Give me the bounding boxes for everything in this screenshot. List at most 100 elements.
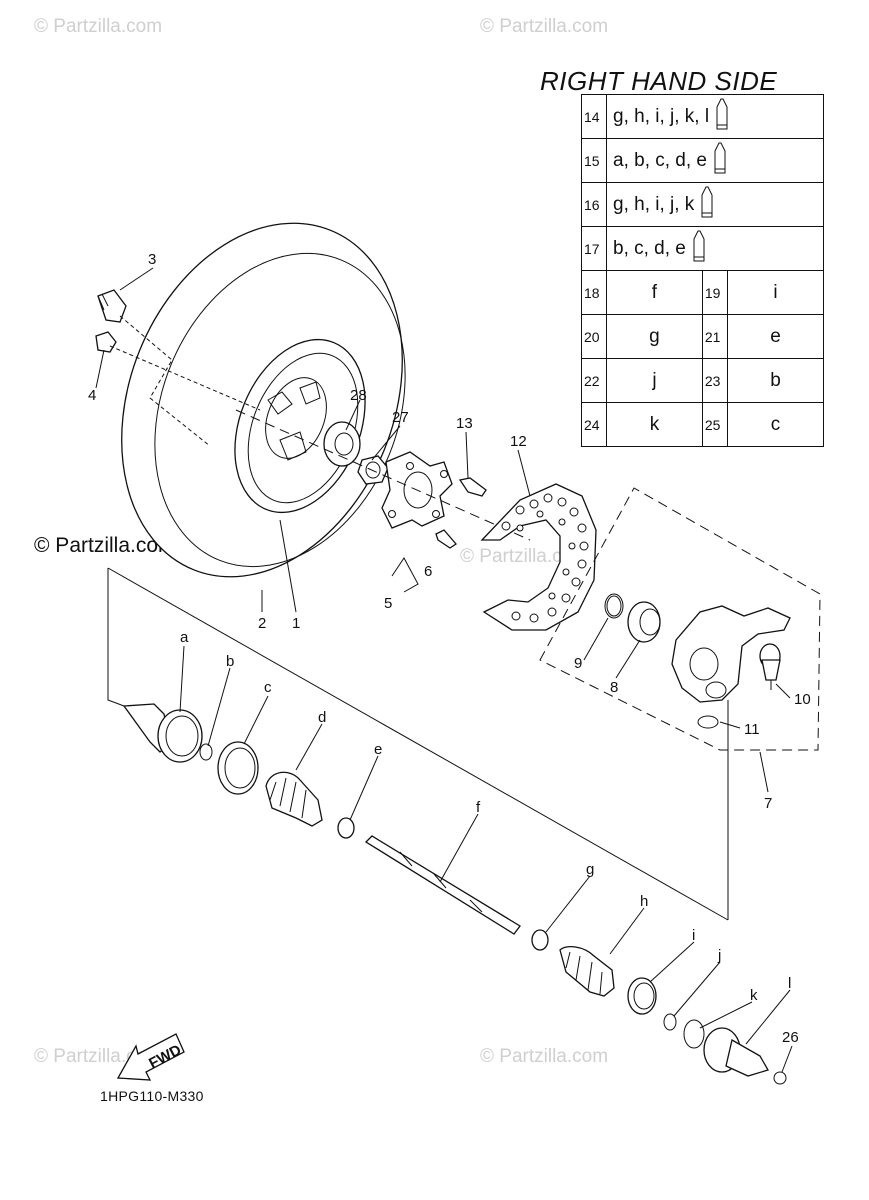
rhs-row-number: 21 <box>701 314 729 359</box>
rhs-row-number: 20 <box>581 314 607 359</box>
rhs-row-parts-text: a, b, c, d, e <box>613 149 707 171</box>
brake-disc <box>480 483 597 631</box>
watermark-top-left: © Partzilla.com <box>34 16 162 37</box>
callout-l: l <box>788 975 791 992</box>
callout-c: c <box>264 679 272 696</box>
callout-b: b <box>226 653 234 670</box>
rhs-row-number: 15 <box>581 138 607 183</box>
watermark-main: © Partzilla.com <box>34 534 176 557</box>
rhs-row: 15 a, b, c, d, e <box>581 138 824 183</box>
rhs-row: 16 g, h, i, j, k <box>581 182 824 227</box>
callout-12: 12 <box>510 433 527 450</box>
callout-26: 26 <box>782 1029 799 1046</box>
rhs-row-parts: g, h, i, j, k <box>606 182 824 227</box>
snap-ring <box>697 715 719 729</box>
grease-tube-icon <box>715 97 729 137</box>
rhs-row-parts-text: g, h, i, j, k, l <box>613 105 710 127</box>
outer-cv-joint <box>122 703 203 763</box>
callout-i: i <box>692 927 695 944</box>
callout-6: 6 <box>424 563 432 580</box>
rhs-row-parts-text: b, c, d, e <box>613 237 686 259</box>
rhs-row-number: 25 <box>701 402 729 447</box>
rhs-row-value: f <box>606 270 703 315</box>
rhs-row-number: 22 <box>581 358 607 403</box>
callout-f: f <box>476 799 481 816</box>
rhs-table: 14 g, h, i, j, k, l 15 a, b, c, d, e 16 g, h,… <box>581 94 824 447</box>
callout-7: 7 <box>764 795 772 812</box>
callout-5: 5 <box>384 595 392 612</box>
ball-joint <box>759 643 781 690</box>
callout-k: k <box>750 987 758 1004</box>
watermark-top-right: © Partzilla.com <box>480 16 608 37</box>
rhs-row-value: e <box>727 314 824 359</box>
wheel-bearing <box>323 421 361 467</box>
inner-cv-joint-l <box>703 1027 769 1077</box>
watermark-bottom-right: © Partzilla.com <box>480 1046 608 1067</box>
callout-10: 10 <box>794 691 811 708</box>
callout-a: a <box>180 629 189 646</box>
rhs-row-parts: g, h, i, j, k, l <box>606 94 824 139</box>
grease-tube-icon <box>692 229 706 269</box>
callout-28: 28 <box>350 387 367 404</box>
disc-bolt <box>458 477 487 497</box>
hub-nut <box>357 455 389 485</box>
drive-shaft-f <box>364 835 521 935</box>
boot-band-c <box>217 741 259 795</box>
grease-tube-icon <box>700 185 714 225</box>
callout-27: 27 <box>392 409 409 426</box>
rhs-row: 14 g, h, i, j, k, l <box>581 94 824 139</box>
rhs-row-value: g <box>606 314 703 359</box>
rhs-row-number: 14 <box>581 94 607 139</box>
circlip-26 <box>773 1071 787 1085</box>
knuckle-bearing <box>627 601 661 643</box>
cv-boot-h <box>559 945 615 997</box>
callout-d: d <box>318 709 326 726</box>
steering-knuckle <box>671 605 791 703</box>
callout-h: h <box>640 893 648 910</box>
drawing-code: 1HPG110-M330 <box>100 1088 204 1104</box>
circlip <box>604 593 624 619</box>
callout-2: 2 <box>258 615 266 632</box>
grease-tube-icon <box>713 141 727 181</box>
callout-13: 13 <box>456 415 473 432</box>
rhs-row-number: 23 <box>701 358 729 403</box>
rhs-row-value: c <box>727 402 824 447</box>
rhs-row-value: b <box>727 358 824 403</box>
callout-9: 9 <box>574 655 582 672</box>
rhs-row-number: 24 <box>581 402 607 447</box>
rhs-row-number: 17 <box>581 226 607 271</box>
rhs-title: RIGHT HAND SIDE <box>540 66 778 96</box>
hub-stud <box>435 529 457 549</box>
band-g <box>531 929 549 951</box>
rhs-row-parts-text: g, h, i, j, k <box>613 193 695 215</box>
callout-4: 4 <box>88 387 96 404</box>
rhs-row: 17 b, c, d, e <box>581 226 824 271</box>
callout-g: g <box>586 861 594 878</box>
rhs-row-parts: a, b, c, d, e <box>606 138 824 183</box>
rhs-row-value: k <box>606 402 703 447</box>
boot-band-i <box>627 977 657 1015</box>
rhs-row-value: j <box>606 358 703 403</box>
rhs-row-value: i <box>727 270 824 315</box>
cv-boot-d <box>265 771 323 827</box>
band-e <box>337 817 355 839</box>
callout-11: 11 <box>744 721 760 738</box>
callout-j: j <box>717 947 721 964</box>
ring-j <box>663 1013 677 1031</box>
callout-1: 1 <box>292 615 300 632</box>
valve-cap <box>95 331 117 353</box>
rhs-row-number: 19 <box>701 270 729 315</box>
callout-3: 3 <box>148 251 156 268</box>
rhs-row-number: 16 <box>581 182 607 227</box>
clamp-b <box>199 743 213 761</box>
rhs-row-number: 18 <box>581 270 607 315</box>
watermark-center: © Partzilla.com <box>460 546 588 567</box>
callout-e: e <box>374 741 382 758</box>
ring-k <box>683 1019 705 1049</box>
valve-stem <box>97 289 127 323</box>
